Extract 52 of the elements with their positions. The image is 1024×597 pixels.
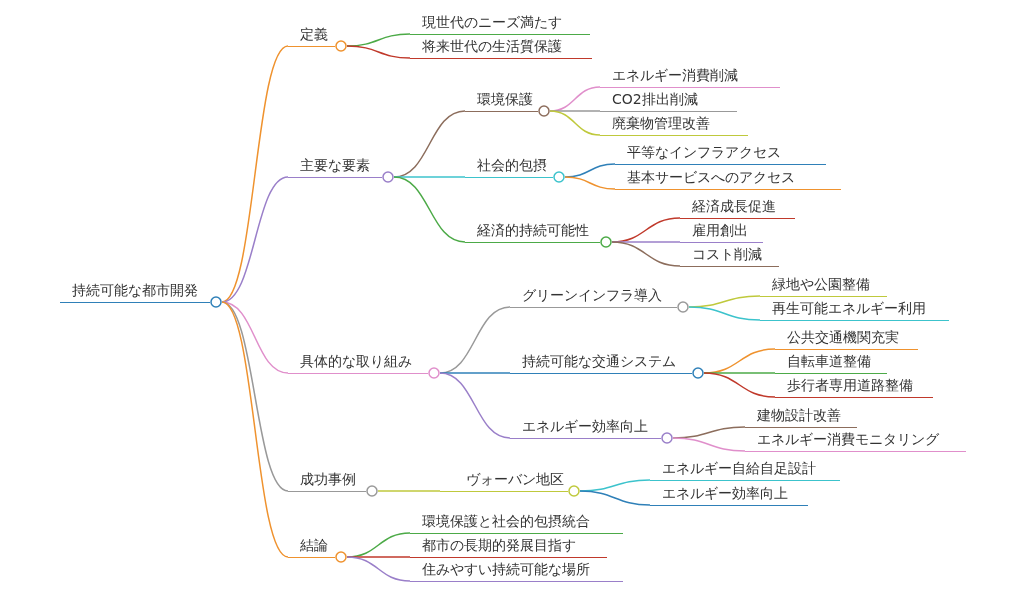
topic-node: 再生可能エネルギー利用 xyxy=(760,299,949,321)
topic-node: 現世代のニーズ満たす xyxy=(410,13,590,35)
branch-line xyxy=(393,176,466,178)
branch-line xyxy=(346,556,411,582)
branch-line xyxy=(346,45,411,59)
branch-line xyxy=(703,372,776,398)
branch-line xyxy=(672,437,746,452)
topic-node: ヴォーバン地区 xyxy=(440,470,568,492)
topic-node: 主要な要素 xyxy=(288,156,382,178)
branch-line xyxy=(549,110,601,136)
topic-node: エネルギー自給自足設計 xyxy=(650,459,840,481)
branch-line xyxy=(439,372,511,439)
topic-node: 住みやすい持続可能な場所 xyxy=(410,560,623,582)
topic-node: エネルギー消費モニタリング xyxy=(745,430,966,452)
topic-node: 将来世代の生活質保護 xyxy=(410,37,592,59)
topic-node: グリーンインフラ導入 xyxy=(510,286,677,308)
branch-line xyxy=(377,490,441,492)
topic-node: 平等なインフラアクセス xyxy=(615,143,826,165)
topic-node: 基本サービスへのアクセス xyxy=(615,168,841,190)
topic-node: エネルギー消費削減 xyxy=(600,66,780,88)
topic-node: 自転車道整備 xyxy=(775,352,887,374)
branch-line xyxy=(393,176,466,243)
topic-node: 成功事例 xyxy=(288,470,366,492)
topic-node: 建物設計改善 xyxy=(745,406,857,428)
topic-node: 経済的持続可能性 xyxy=(465,221,600,243)
topic-node: 定義 xyxy=(288,25,335,47)
branch-line xyxy=(439,372,511,374)
topic-node: 環境保護 xyxy=(465,90,538,112)
branch-line xyxy=(611,241,681,267)
topic-node: 持続可能な交通システム xyxy=(510,352,692,374)
topic-node: 都市の長期的発展目指す xyxy=(410,536,607,558)
branch-line xyxy=(564,176,616,190)
topic-node: エネルギー効率向上 xyxy=(650,484,808,506)
branch-line xyxy=(221,301,289,492)
topic-node: 社会的包摂 xyxy=(465,156,553,178)
topic-node: 公共交通機関充実 xyxy=(775,328,918,350)
topic-node: CO2排出削減 xyxy=(600,90,737,112)
topic-node: 具体的な取り組み xyxy=(288,352,428,374)
topic-node: 持続可能な都市開発 xyxy=(60,281,210,303)
topic-node: 環境保護と社会的包摂統合 xyxy=(410,512,623,534)
topic-node: 廃棄物管理改善 xyxy=(600,114,748,136)
topic-node: 結論 xyxy=(288,536,335,558)
topic-node: 歩行者専用道路整備 xyxy=(775,376,933,398)
branch-line xyxy=(221,301,289,558)
branch-line xyxy=(221,176,289,303)
topic-node: コスト削減 xyxy=(680,245,779,267)
topic-node: 緑地や公園整備 xyxy=(760,275,887,297)
topic-node: 雇用創出 xyxy=(680,221,763,243)
branch-line xyxy=(688,306,761,321)
topic-node: エネルギー効率向上 xyxy=(510,417,661,439)
topic-node: 経済成長促進 xyxy=(680,197,795,219)
branch-line xyxy=(579,490,651,506)
